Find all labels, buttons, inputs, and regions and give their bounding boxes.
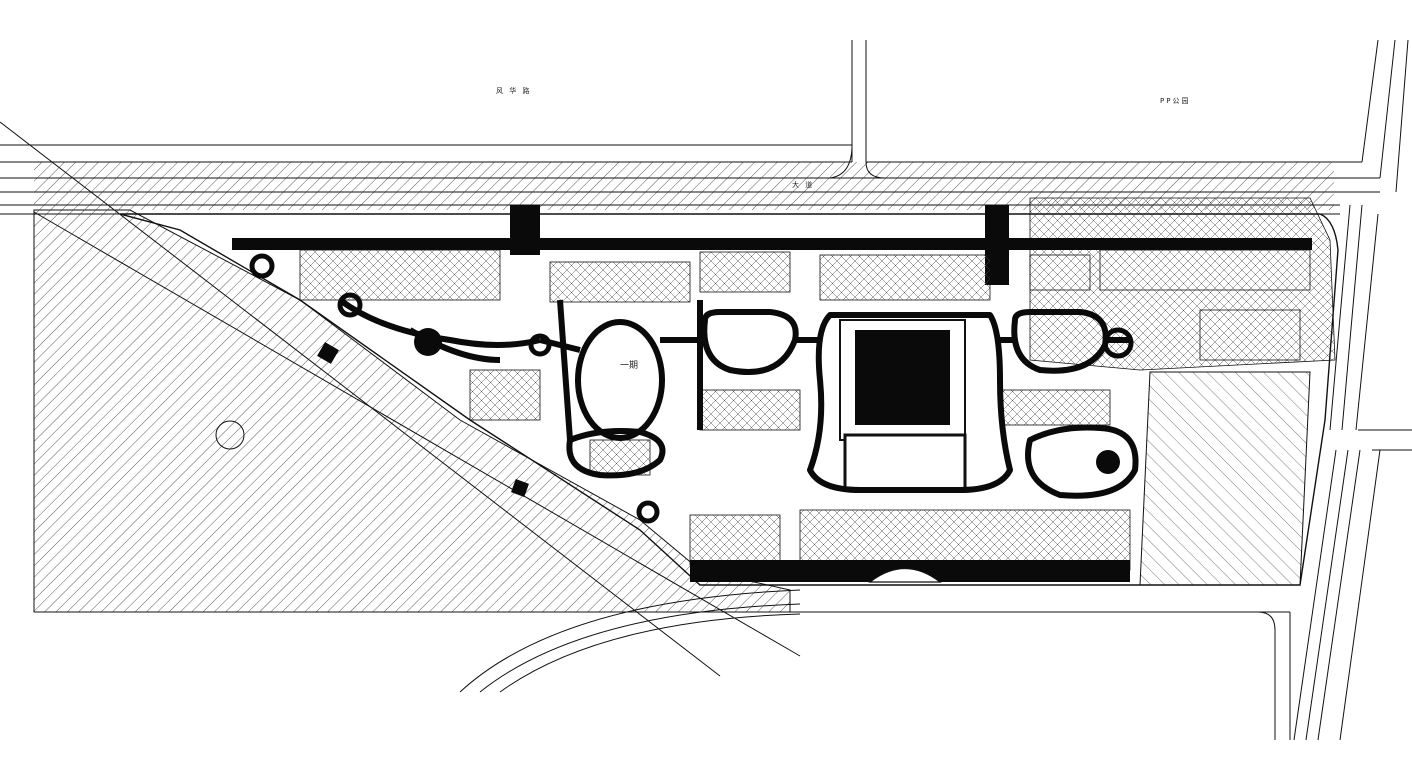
label-avenue: 大 道 [792, 181, 815, 189]
fountain-east [1096, 450, 1120, 474]
round-plazas [249, 253, 1134, 524]
label-north-road: 风 华 路 [496, 87, 532, 95]
west-zone-pavilion-a [317, 342, 339, 364]
central-plaza [843, 433, 967, 492]
west-zone-pavilion-b [511, 479, 529, 497]
tree-cluster [414, 328, 442, 356]
label-phase: 一期 [620, 361, 639, 371]
site-boundary [119, 213, 1339, 586]
south-entrance-arc [868, 567, 942, 583]
west-zone-circle-marker [215, 420, 245, 450]
north-promenade [232, 238, 1312, 250]
path-network [338, 297, 1139, 499]
north-gate-west [510, 205, 540, 255]
central-hall-dark [855, 330, 950, 425]
label-park: PP公园 [1160, 97, 1191, 105]
hatched-east-block [1139, 371, 1311, 586]
